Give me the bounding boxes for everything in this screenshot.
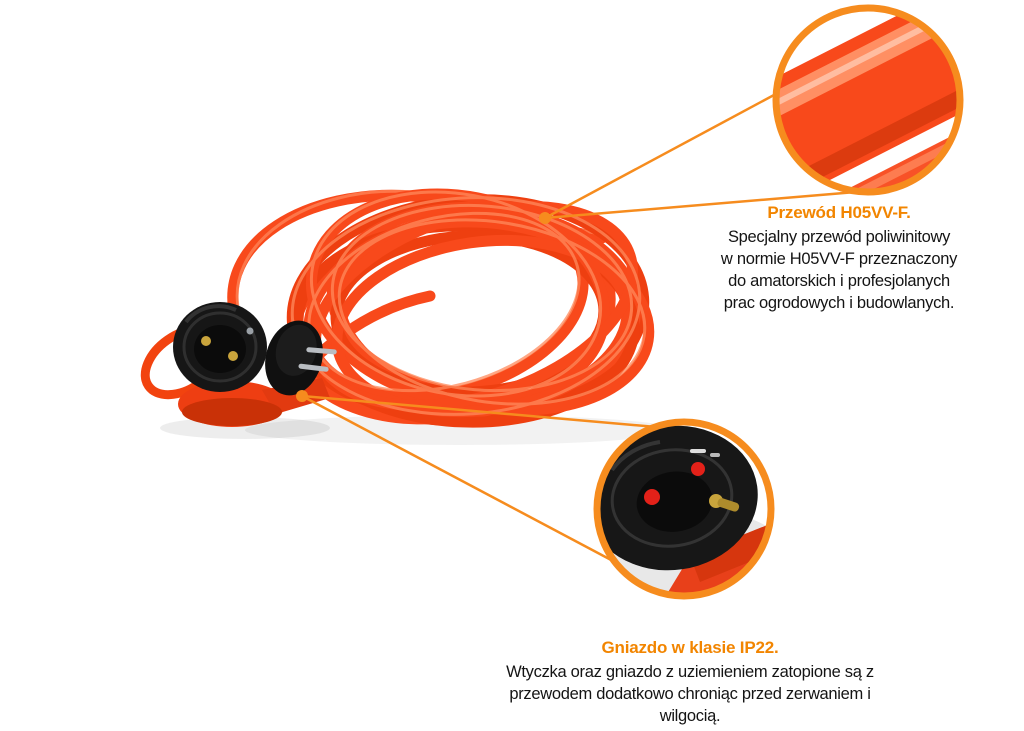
plug-and-socket	[140, 302, 337, 427]
cable-callout-line: w normie H05VV-F przeznaczony	[720, 250, 958, 268]
cable-coil	[286, 188, 655, 428]
cable-callout-line: do amatorskich i profesjolanych	[728, 272, 950, 290]
socket-callout-line: Wtyczka oraz gniazdo z uziemieniem zatop…	[506, 663, 874, 681]
socket-callout-leader	[296, 390, 669, 572]
socket-anchor-dot	[296, 390, 308, 402]
cable-anchor-dot	[539, 212, 551, 224]
cable-callout-line: prac ogrodowych i budowlanych.	[723, 294, 955, 312]
socket-red-contact	[644, 489, 660, 505]
cable-callout-text: Przewód H05VV-F. Specjalny przewód poliw…	[688, 203, 990, 314]
socket-red-contact	[691, 462, 705, 476]
socket-callout-heading: Gniazdo w klasie IP22.	[601, 638, 779, 657]
socket-callout-text: Gniazdo w klasie IP22. Wtyczka oraz gnia…	[458, 638, 922, 727]
power-plug	[265, 320, 337, 396]
cable-callout-line: Specjalny przewód poliwinitowy	[727, 228, 951, 246]
cable-callout-heading: Przewód H05VV-F.	[767, 203, 911, 222]
socket-callout-line: wilgocią.	[659, 707, 721, 725]
socket-contact-pin	[228, 351, 238, 361]
socket-contact-pin	[201, 336, 211, 346]
socket-callout-line: przewodem dodatkowo chroniąc przed zerwa…	[509, 685, 871, 703]
socket-zoom-callout	[593, 418, 775, 600]
